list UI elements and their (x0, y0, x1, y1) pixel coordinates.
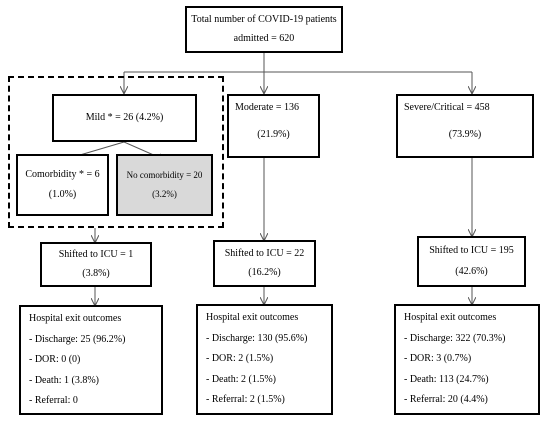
icu-severe-line2: (42.6%) (455, 265, 488, 277)
mild-text: Mild * = 26 (4.2%) (85, 111, 164, 123)
mild-box: Mild * = 26 (4.2%) (52, 94, 197, 142)
outcome-moderate-title: Hospital exit outcomes (206, 312, 299, 323)
no-comorbidity-line2: (3.2%) (152, 189, 177, 199)
outcome-severe-dor: - DOR: 3 (0.7%) (404, 353, 472, 364)
icu-severe-line1: Shifted to ICU = 195 (429, 245, 514, 256)
total-line1: Total number of COVID-19 patients (191, 14, 337, 25)
total-line2: admitted = 620 (233, 32, 295, 44)
outcome-severe-referral: - Referral: 20 (4.4%) (404, 394, 488, 405)
outcome-moderate-discharge: - Discharge: 130 (95.6%) (206, 332, 308, 344)
outcome-box-severe: Hospital exit outcomes - Discharge: 322 … (394, 304, 540, 415)
outcome-mild-referral: - Referral: 0 (29, 395, 78, 406)
total-patients-box: Total number of COVID-19 patients admitt… (185, 6, 343, 53)
severe-box: Severe/Critical = 458 (73.9%) (396, 94, 534, 158)
outcome-severe-death: - Death: 113 (24.7%) (404, 373, 489, 385)
outcome-severe-title: Hospital exit outcomes (404, 312, 497, 323)
outcome-mild-death: - Death: 1 (3.8%) (29, 374, 99, 386)
comorbidity-line1: Comorbidity * = 6 (25, 168, 100, 180)
outcome-box-mild: Hospital exit outcomes - Discharge: 25 (… (19, 305, 163, 415)
no-comorbidity-box: No comorbidity = 20 (3.2%) (116, 154, 213, 216)
no-comorbidity-line1: No comorbidity = 20 (126, 169, 203, 180)
icu-box-moderate: Shifted to ICU = 22 (16.2%) (213, 240, 316, 287)
outcome-severe-discharge: - Discharge: 322 (70.3%) (404, 332, 506, 344)
outcome-mild-discharge: - Discharge: 25 (96.2%) (29, 333, 126, 345)
icu-moderate-line2: (16.2%) (248, 267, 281, 278)
icu-box-severe: Shifted to ICU = 195 (42.6%) (417, 236, 526, 287)
outcome-box-moderate: Hospital exit outcomes - Discharge: 130 … (196, 304, 333, 415)
outcome-mild-dor: - DOR: 0 (0) (29, 354, 81, 365)
moderate-box: Moderate = 136 (21.9%) (227, 94, 320, 158)
outcome-mild-title: Hospital exit outcomes (29, 313, 122, 324)
comorbidity-line2: (1.0%) (48, 189, 77, 200)
icu-mild-line2: (3.8%) (82, 268, 110, 279)
comorbidity-box: Comorbidity * = 6 (1.0%) (16, 154, 109, 216)
icu-box-mild: Shifted to ICU = 1 (3.8%) (40, 242, 152, 287)
severe-line1: Severe/Critical = 458 (404, 102, 490, 113)
outcome-moderate-dor: - DOR: 2 (1.5%) (206, 353, 274, 364)
icu-moderate-line1: Shifted to ICU = 22 (224, 247, 305, 259)
moderate-line2: (21.9%) (257, 128, 290, 140)
outcome-moderate-death: - Death: 2 (1.5%) (206, 373, 276, 385)
outcome-moderate-referral: - Referral: 2 (1.5%) (206, 394, 285, 405)
severe-line2: (73.9%) (448, 128, 482, 140)
mild-group-outline (8, 76, 224, 228)
icu-mild-line1: Shifted to ICU = 1 (58, 248, 134, 260)
moderate-line1: Moderate = 136 (235, 102, 299, 113)
